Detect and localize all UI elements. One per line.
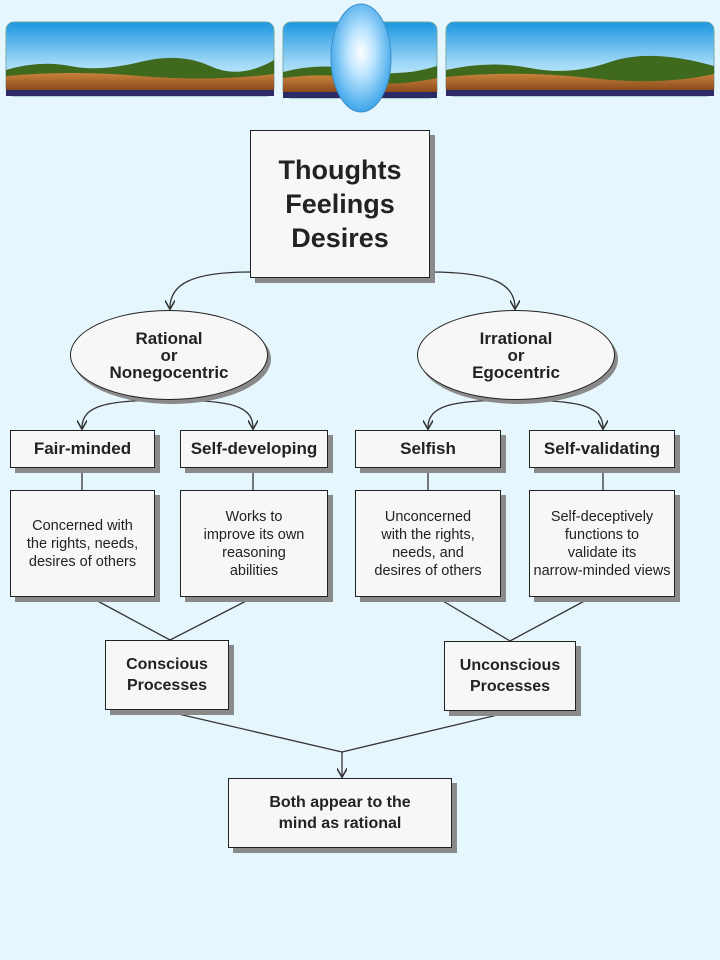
banner-panel-center	[282, 3, 438, 113]
landscape-banner	[5, 3, 715, 113]
root-node: Thoughts Feelings Desires	[250, 130, 430, 278]
process-unconscious: Unconscious Processes	[444, 641, 576, 711]
connector-root-rational	[170, 271, 251, 308]
branch-irrational: Irrational or Egocentric	[417, 310, 615, 400]
connector-rational-selfdeveloping	[167, 399, 253, 428]
trait-fair-minded-description: Concerned with the rights, needs, desire…	[10, 490, 155, 597]
connector-selfdeveloping-conscious	[169, 597, 253, 641]
trait-self-developing-description: Works to improve its own reasoning abili…	[180, 490, 328, 597]
branch-rational: Rational or Nonegocentric	[70, 310, 268, 400]
process-conscious: Conscious Processes	[105, 640, 229, 710]
connector-conscious-conclusion	[169, 711, 343, 753]
trait-selfish: Selfish	[355, 430, 501, 468]
connector-irrational-selfish	[428, 399, 516, 428]
conclusion-node: Both appear to the mind as rational	[228, 778, 452, 848]
connector-root-irrational	[429, 271, 515, 308]
trait-self-validating: Self-validating	[529, 430, 675, 468]
connector-irrational-selfvalidating	[514, 399, 603, 428]
banner-panel-right	[445, 21, 715, 97]
connector-fairminded-conscious	[91, 597, 171, 641]
trait-self-validating-description: Self-deceptively functions to validate i…	[529, 490, 675, 597]
connector-selfvalidating-unconscious	[509, 597, 591, 642]
banner-panel-left	[5, 21, 275, 97]
trait-fair-minded: Fair-minded	[10, 430, 155, 468]
connector-selfish-unconscious	[437, 597, 511, 642]
trait-selfish-description: Unconcerned with the rights, needs, and …	[355, 490, 501, 597]
trait-self-developing: Self-developing	[180, 430, 328, 468]
connector-unconscious-conclusion	[341, 711, 511, 753]
connector-rational-fairminded	[82, 399, 169, 428]
